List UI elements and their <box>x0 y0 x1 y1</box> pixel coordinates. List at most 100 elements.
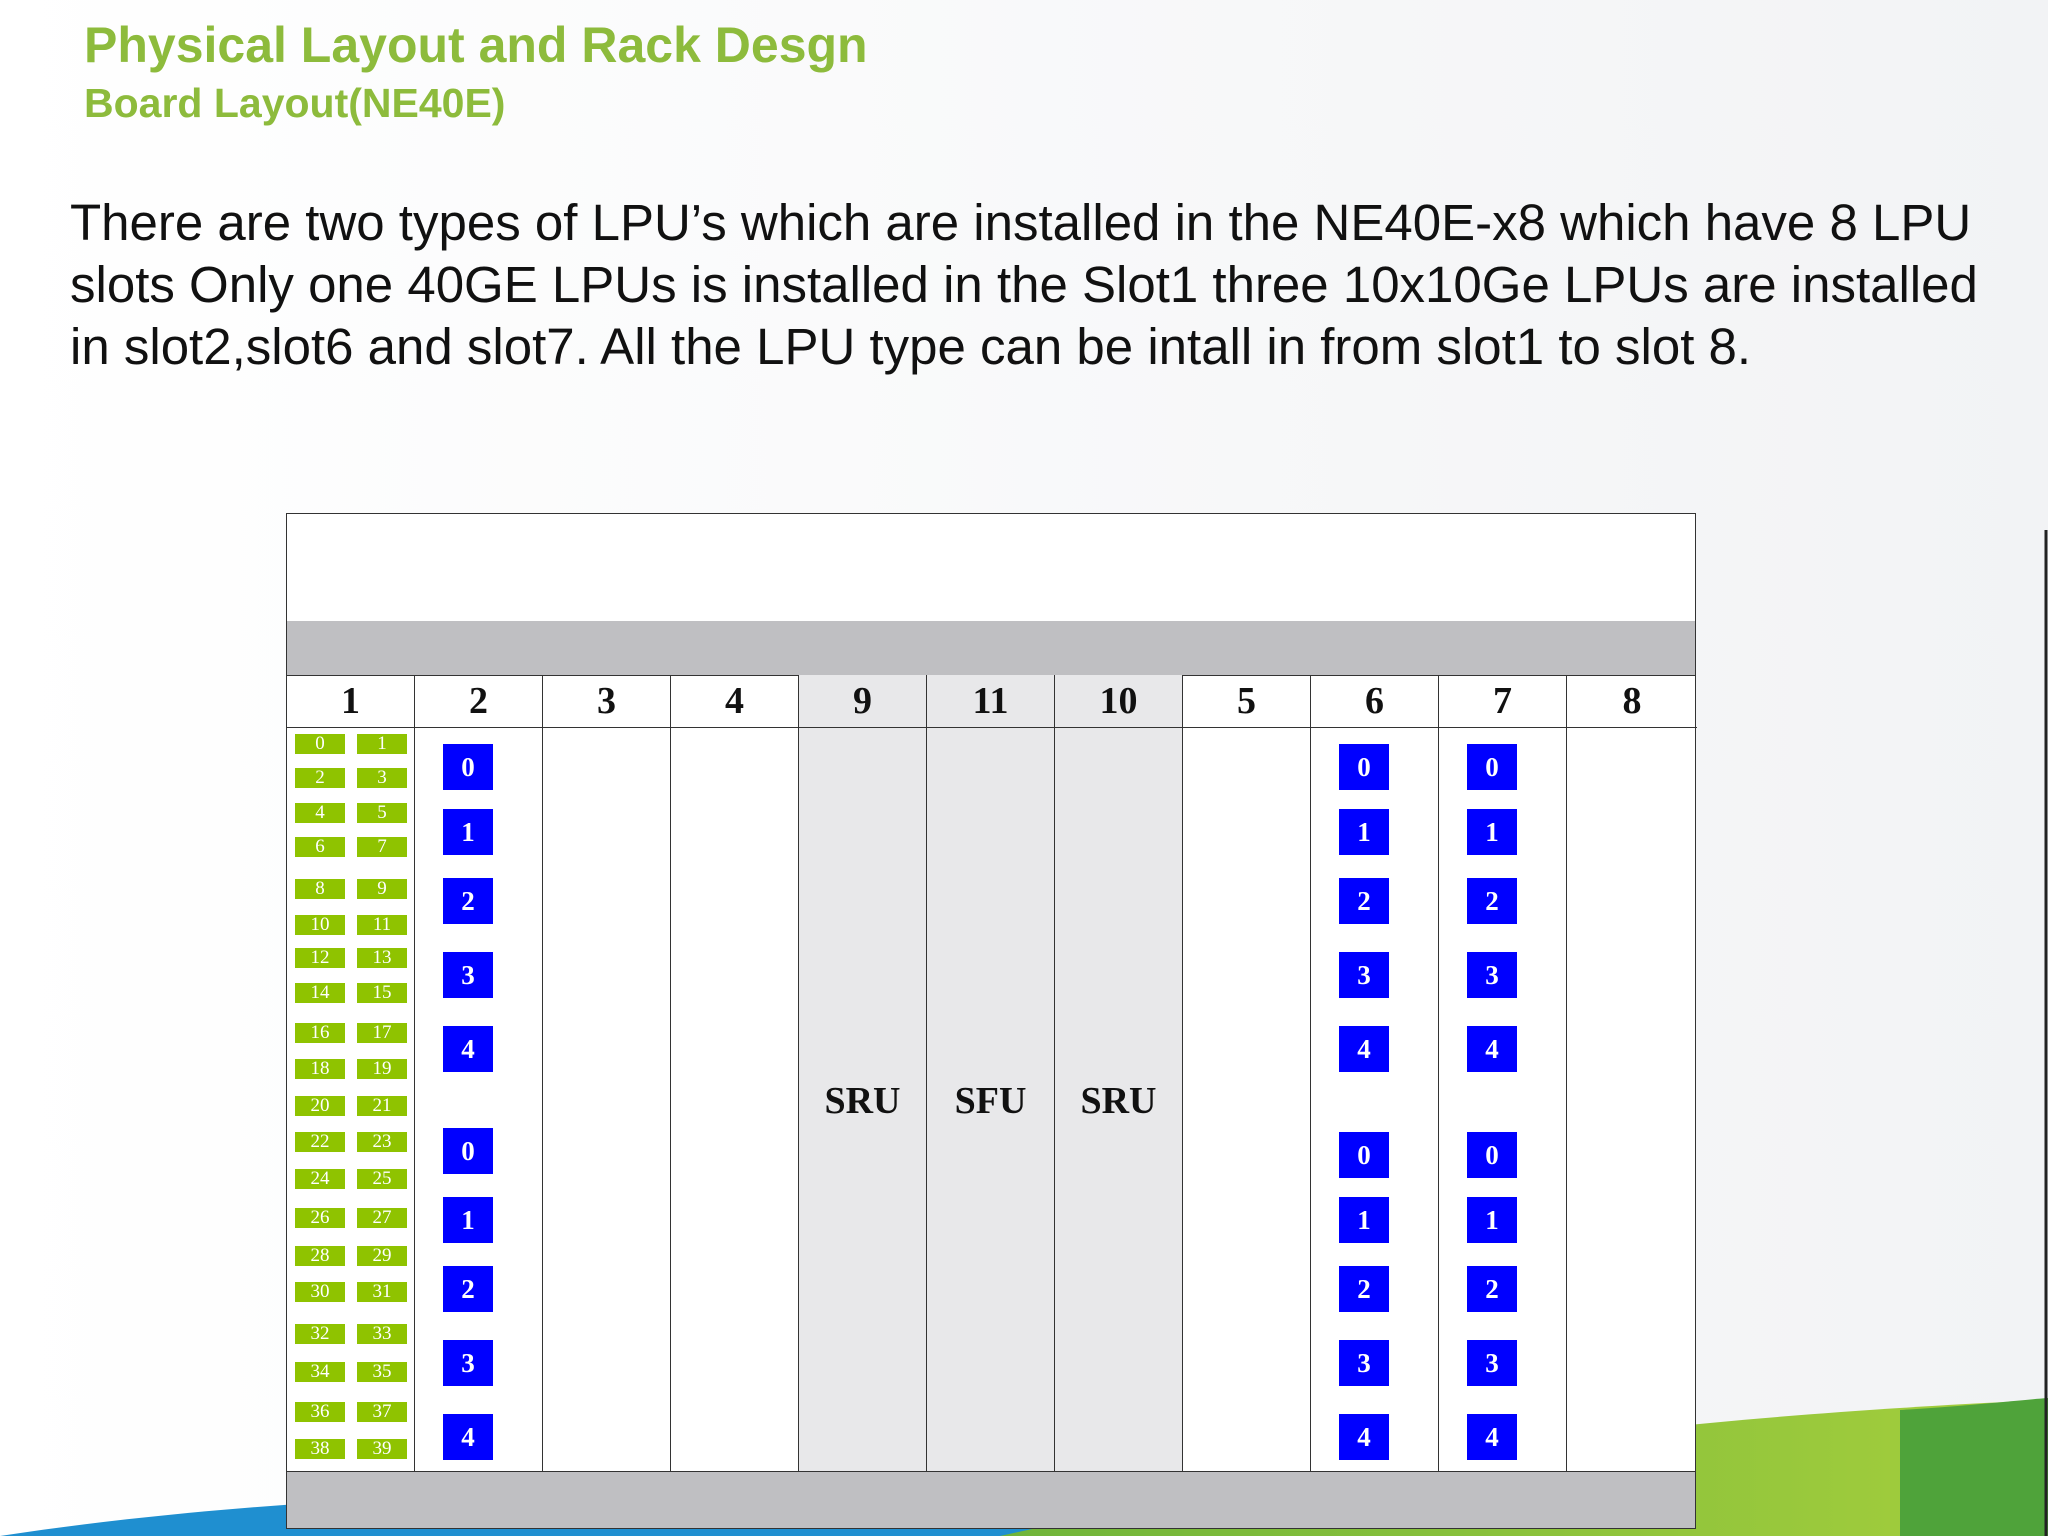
chassis-fan-band <box>287 621 1695 676</box>
ge-port-14: 14 <box>295 983 345 1003</box>
slot6-10ge-port-4: 4 <box>1339 1026 1389 1072</box>
ge-port-35: 35 <box>357 1362 407 1382</box>
slot-column-1: 1 <box>287 675 415 1474</box>
slot7-10ge-port-4: 4 <box>1467 1026 1517 1072</box>
slot-number: 8 <box>1567 675 1697 728</box>
ge-port-6: 6 <box>295 837 345 857</box>
sru-label: SRU <box>824 1080 901 1122</box>
slot7-10ge-port-3: 3 <box>1467 952 1517 998</box>
slot7-10ge-port-1: 1 <box>1467 809 1517 855</box>
slot-number: 11 <box>927 675 1054 728</box>
ge-port-3: 3 <box>357 768 407 788</box>
ge-port-18: 18 <box>295 1059 345 1079</box>
ge-port-24: 24 <box>295 1169 345 1189</box>
ge-port-13: 13 <box>357 948 407 968</box>
sfu-label: SFU <box>954 1080 1027 1122</box>
ge-port-26: 26 <box>295 1208 345 1228</box>
ge-port-38: 38 <box>295 1439 345 1459</box>
slot-column-6: 6 <box>1311 675 1439 1474</box>
slot2-10ge-port-2: 2 <box>443 1266 493 1312</box>
ge-port-33: 33 <box>357 1324 407 1344</box>
slot-column-7: 7 <box>1439 675 1567 1474</box>
ge-port-8: 8 <box>295 879 345 899</box>
slot2-10ge-port-0: 0 <box>443 1128 493 1174</box>
ge-port-29: 29 <box>357 1246 407 1266</box>
slot6-10ge-port-0: 0 <box>1339 744 1389 790</box>
slot-column-3: 3 <box>543 675 671 1474</box>
slot6-10ge-port-3: 3 <box>1339 1340 1389 1386</box>
slot-column-2: 2 <box>415 675 543 1474</box>
chassis-bottom-band <box>287 1471 1695 1528</box>
ge-port-11: 11 <box>357 915 407 935</box>
slot-number: 6 <box>1311 675 1438 728</box>
ge-port-20: 20 <box>295 1096 345 1116</box>
ge-port-15: 15 <box>357 983 407 1003</box>
slot6-10ge-port-3: 3 <box>1339 952 1389 998</box>
slot-column-5: 5 <box>1183 675 1311 1474</box>
slot-number: 7 <box>1439 675 1566 728</box>
ge-port-34: 34 <box>295 1362 345 1382</box>
slot-number: 4 <box>671 675 798 728</box>
ge-port-31: 31 <box>357 1282 407 1302</box>
ge-port-9: 9 <box>357 879 407 899</box>
ge-port-23: 23 <box>357 1132 407 1152</box>
slot7-10ge-port-2: 2 <box>1467 1266 1517 1312</box>
slot6-10ge-port-4: 4 <box>1339 1414 1389 1460</box>
ge-port-12: 12 <box>295 948 345 968</box>
ge-port-39: 39 <box>357 1439 407 1459</box>
ge-port-5: 5 <box>357 803 407 823</box>
slot-column-11: 11 SFU <box>927 675 1055 1474</box>
slot-number: 5 <box>1183 675 1310 728</box>
ge-port-21: 21 <box>357 1096 407 1116</box>
slot2-10ge-port-4: 4 <box>443 1414 493 1460</box>
ge-port-2: 2 <box>295 768 345 788</box>
slot-column-9: 9 SRU <box>799 675 927 1474</box>
slot6-10ge-port-2: 2 <box>1339 878 1389 924</box>
slot-column-8: 8 <box>1567 675 1697 1474</box>
slot6-10ge-port-0: 0 <box>1339 1132 1389 1178</box>
slot7-10ge-port-3: 3 <box>1467 1340 1517 1386</box>
slot7-10ge-port-4: 4 <box>1467 1414 1517 1460</box>
ge-port-30: 30 <box>295 1282 345 1302</box>
ge-port-27: 27 <box>357 1208 407 1228</box>
ge-port-25: 25 <box>357 1169 407 1189</box>
ge-port-32: 32 <box>295 1324 345 1344</box>
ge-port-17: 17 <box>357 1023 407 1043</box>
slot2-10ge-port-0: 0 <box>443 744 493 790</box>
ge-port-28: 28 <box>295 1246 345 1266</box>
ge-port-0: 0 <box>295 734 345 754</box>
slot2-10ge-port-3: 3 <box>443 952 493 998</box>
slot-column-10: 10 SRU <box>1055 675 1183 1474</box>
description-text: There are two types of LPU’s which are i… <box>70 194 1978 375</box>
slot-number: 1 <box>287 675 414 728</box>
sru-label: SRU <box>1080 1080 1157 1122</box>
slot7-10ge-port-0: 0 <box>1467 1132 1517 1178</box>
ge-port-22: 22 <box>295 1132 345 1152</box>
slot7-10ge-port-1: 1 <box>1467 1197 1517 1243</box>
slot2-10ge-port-2: 2 <box>443 878 493 924</box>
ge-port-19: 19 <box>357 1059 407 1079</box>
ge-port-7: 7 <box>357 837 407 857</box>
slot2-10ge-port-3: 3 <box>443 1340 493 1386</box>
slot6-10ge-port-1: 1 <box>1339 809 1389 855</box>
slot-column-4: 4 <box>671 675 799 1474</box>
slot-number: 2 <box>415 675 542 728</box>
slot6-10ge-port-2: 2 <box>1339 1266 1389 1312</box>
ge-port-16: 16 <box>295 1023 345 1043</box>
slot-number: 3 <box>543 675 670 728</box>
slot2-10ge-port-1: 1 <box>443 1197 493 1243</box>
ge-port-1: 1 <box>357 734 407 754</box>
slot7-10ge-port-2: 2 <box>1467 878 1517 924</box>
chassis-top-panel <box>287 514 1695 622</box>
page-title: Physical Layout and Rack Desgn <box>84 17 868 73</box>
ge-port-10: 10 <box>295 915 345 935</box>
slot-number: 10 <box>1055 675 1182 728</box>
slot7-10ge-port-0: 0 <box>1467 744 1517 790</box>
slot2-10ge-port-1: 1 <box>443 809 493 855</box>
ge-port-4: 4 <box>295 803 345 823</box>
slot6-10ge-port-1: 1 <box>1339 1197 1389 1243</box>
page-subtitle: Board Layout(NE40E) <box>84 80 506 126</box>
ge-port-37: 37 <box>357 1402 407 1422</box>
ge-port-36: 36 <box>295 1402 345 1422</box>
